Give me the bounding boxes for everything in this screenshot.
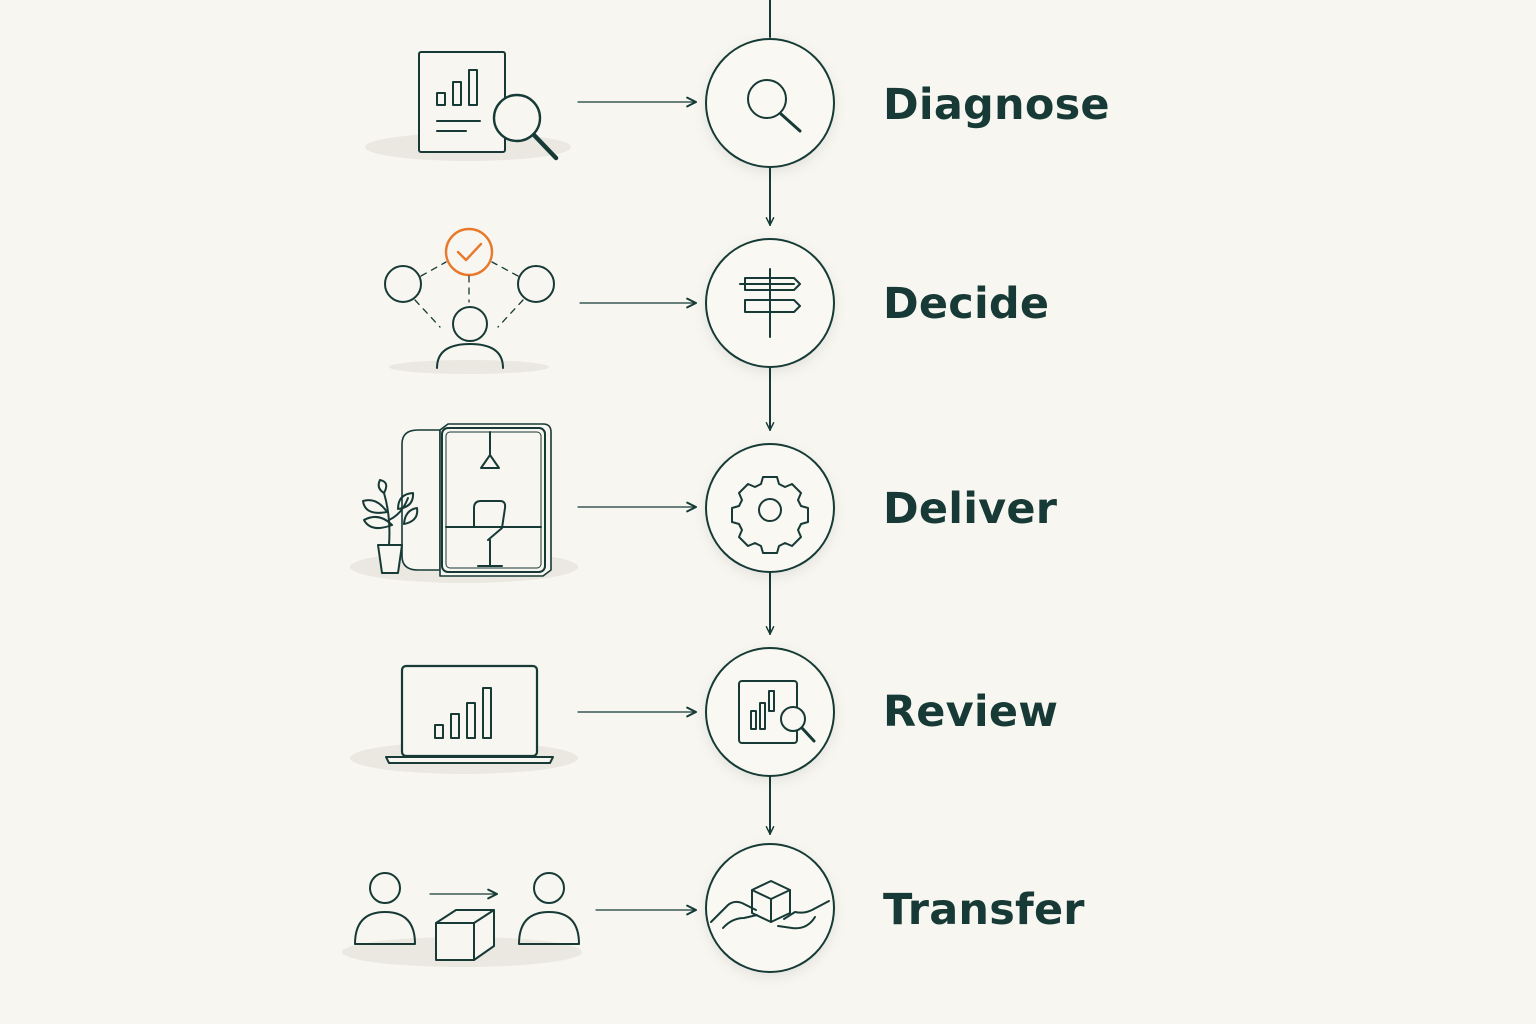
magnifier-icon xyxy=(747,79,802,133)
step-circle-deliver xyxy=(705,443,835,573)
handover-box-icon xyxy=(710,880,830,930)
signpost-icon xyxy=(739,268,801,338)
step-diagnose xyxy=(705,38,835,168)
step-label-diagnose: Diagnose xyxy=(883,80,1110,130)
step-label-review: Review xyxy=(883,687,1059,737)
step-label-deliver: Deliver xyxy=(883,484,1058,534)
report-magnifier-icon xyxy=(365,51,571,161)
step-circle-diagnose xyxy=(705,38,835,168)
step-decide xyxy=(705,238,835,368)
chart-magnifier-icon xyxy=(738,680,816,744)
step-label-transfer: Transfer xyxy=(883,885,1085,935)
step-review xyxy=(705,647,835,777)
person-options-icon xyxy=(384,227,555,374)
step-deliver xyxy=(705,443,835,573)
step-label-decide: Decide xyxy=(883,279,1050,329)
laptop-chart-icon xyxy=(350,664,578,774)
people-box-transfer-icon xyxy=(342,872,582,967)
plant xyxy=(362,479,419,574)
step-transfer xyxy=(705,843,835,973)
gear-icon xyxy=(731,476,809,554)
office-booth-plant-icon xyxy=(350,423,578,583)
